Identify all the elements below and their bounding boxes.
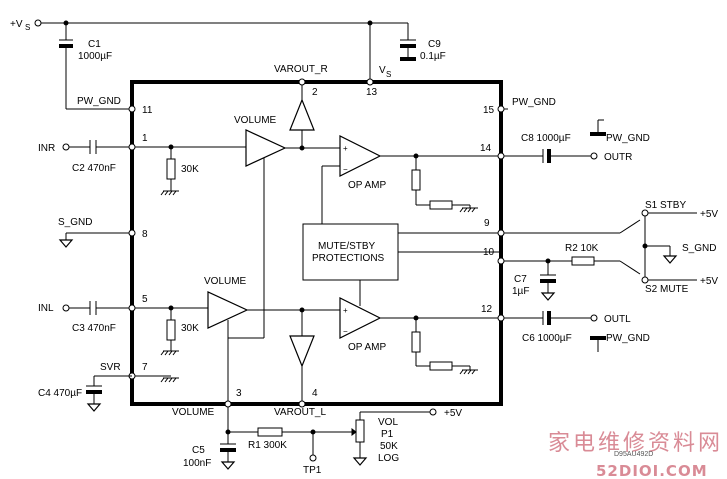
pw-gnd-label-c8: PW_GND xyxy=(606,133,650,144)
capacitor-c6: C6 1000µF xyxy=(504,311,591,344)
pin-8: 8 xyxy=(142,229,148,240)
plus5v-p1: +5V xyxy=(444,408,462,419)
pw-gnd-label-11: PW_GND xyxy=(77,96,121,107)
input-l: INL C3 470nF xyxy=(38,301,132,334)
svg-text:MUTE/STBY: MUTE/STBY xyxy=(318,241,376,252)
op-amp-bot-label: OP AMP xyxy=(348,342,386,353)
capacitor-c9: C9 0.1µF xyxy=(400,23,446,62)
pin-4: 4 xyxy=(312,388,318,399)
pin-3: 3 xyxy=(236,388,242,399)
buffer-down-triangle xyxy=(289,335,315,368)
supply-rail: +V S xyxy=(10,19,408,32)
svg-text:V: V xyxy=(379,65,386,76)
svg-text:C1: C1 xyxy=(88,39,101,50)
s-gnd-switch-label: S_GND xyxy=(682,243,716,254)
svg-text:1µF: 1µF xyxy=(512,286,529,297)
svg-text:C7: C7 xyxy=(514,274,527,285)
op-amp-top xyxy=(339,135,382,177)
pin-14: 14 xyxy=(480,143,492,154)
capacitor-c4: C4 470µF xyxy=(38,376,102,412)
svg-text:−: − xyxy=(343,165,348,174)
s1-stby-label: S1 STBY xyxy=(645,200,686,211)
capacitor-c8: C8 1000µF xyxy=(504,133,591,163)
input-r: INR C2 470nF xyxy=(38,140,132,174)
svg-text:C5: C5 xyxy=(192,445,205,456)
volume-pin3-label: VOLUME xyxy=(172,407,215,418)
svr-label: SVR xyxy=(100,362,121,373)
svg-text:C2 470nF: C2 470nF xyxy=(72,163,116,174)
varout-l-label: VAROUT_L xyxy=(274,407,326,418)
outl-label: OUTL xyxy=(604,314,631,325)
pw-gnd-label-15: PW_GND xyxy=(512,97,556,108)
varout-r-label: VAROUT_R xyxy=(274,64,328,75)
r1-label: R1 300K xyxy=(248,440,287,451)
svg-text:+: + xyxy=(343,306,348,315)
capacitor-c7: C7 1µF xyxy=(512,261,556,301)
capacitor-c5: C5 100nF xyxy=(183,432,236,470)
volume-bot-label: VOLUME xyxy=(204,276,247,287)
svg-text:+: + xyxy=(343,144,348,153)
pin-5: 5 xyxy=(142,294,148,305)
pin-2: 2 xyxy=(312,87,318,98)
op-amp-bot xyxy=(339,297,382,339)
svg-text:VOL: VOL xyxy=(378,417,398,428)
pin-15: 15 xyxy=(483,105,495,116)
svg-text:C4 470µF: C4 470µF xyxy=(38,388,82,399)
pin-10: 10 xyxy=(483,247,495,258)
resistor-30k-bot: 30K xyxy=(181,323,199,334)
outr-label: OUTR xyxy=(604,152,632,163)
pin-9: 9 xyxy=(484,218,490,229)
tp1-label: TP1 xyxy=(303,465,322,476)
pin-11: 11 xyxy=(142,105,153,116)
capacitor-c1: C1 1000µF xyxy=(59,23,132,110)
svg-text:INR: INR xyxy=(38,143,55,154)
s-gnd-label-8: S_GND xyxy=(58,217,92,228)
volume-amp-top xyxy=(245,129,287,167)
svg-text:S: S xyxy=(386,70,391,79)
buffer-up-triangle xyxy=(289,98,315,131)
svg-text:C9: C9 xyxy=(428,39,441,50)
svg-text:C3 470nF: C3 470nF xyxy=(72,323,116,334)
document-code: D95AU492D xyxy=(614,451,653,458)
watermark-url: 52DIOI.COM xyxy=(596,462,708,479)
svg-text:1000µF: 1000µF xyxy=(78,51,112,62)
svg-text:0.1µF: 0.1µF xyxy=(420,51,446,62)
svg-text:−: − xyxy=(343,327,348,336)
svg-text:C8 1000µF: C8 1000µF xyxy=(521,133,571,144)
svg-text:50K: 50K xyxy=(380,441,398,452)
pin-12: 12 xyxy=(481,304,493,315)
plus5v-s1: +5V xyxy=(700,209,718,220)
svg-text:LOG: LOG xyxy=(378,453,399,464)
watermark-chars: 家电维修资料网 xyxy=(548,431,723,456)
pw-gnd-label-c6: PW_GND xyxy=(606,333,650,344)
svg-text:PROTECTIONS: PROTECTIONS xyxy=(312,253,385,264)
ic-package xyxy=(130,80,503,406)
volume-top-label: VOLUME xyxy=(234,115,277,126)
svg-text:100nF: 100nF xyxy=(183,458,211,469)
op-amp-top-label: OP AMP xyxy=(348,180,386,191)
pin-7: 7 xyxy=(142,362,148,373)
svg-text:C6 1000µF: C6 1000µF xyxy=(522,333,572,344)
pin-1: 1 xyxy=(142,133,148,144)
svg-text:P1: P1 xyxy=(381,429,394,440)
vs-label: +V xyxy=(10,19,23,30)
r2-label: R2 10K xyxy=(565,243,599,254)
s2-mute-label: S2 MUTE xyxy=(645,284,689,295)
mute-stby-block xyxy=(302,223,399,281)
pin-13: 13 xyxy=(366,87,378,98)
volume-amp-bot xyxy=(207,291,249,329)
svg-text:INL: INL xyxy=(38,303,54,314)
resistor-30k-top: 30K xyxy=(181,164,199,175)
plus5v-s2: +5V xyxy=(700,276,718,287)
potentiometer-p1: VOL P1 50K LOG xyxy=(351,408,437,466)
svg-text:S: S xyxy=(25,23,30,32)
